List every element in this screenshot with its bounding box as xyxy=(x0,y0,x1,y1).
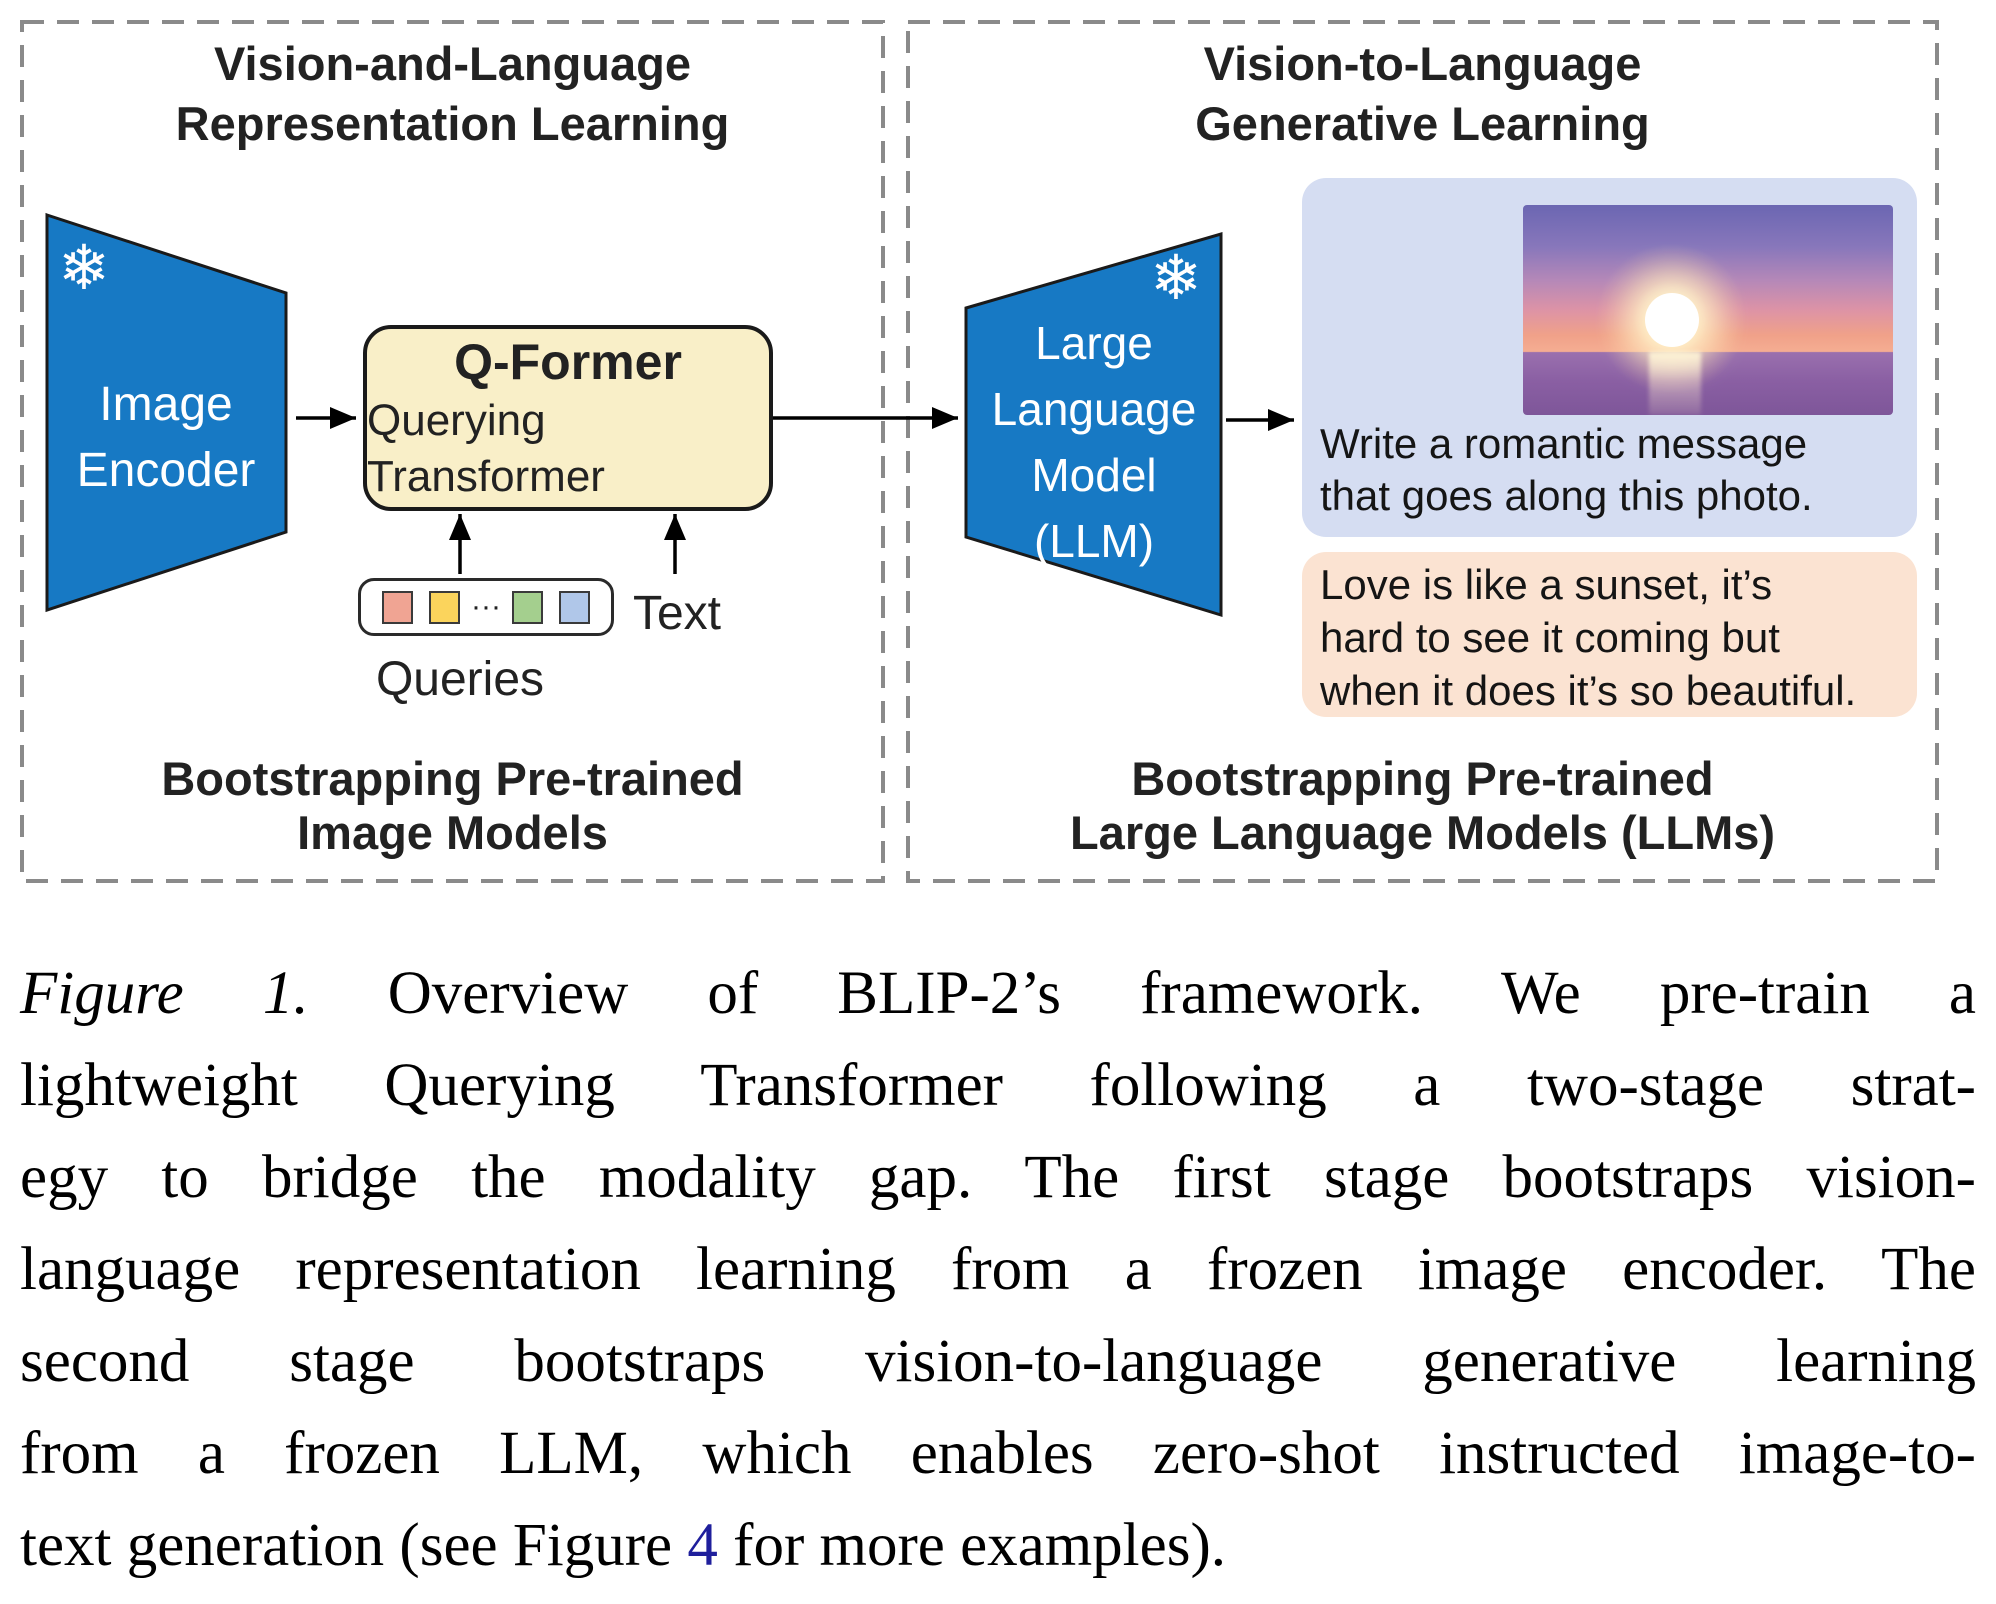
right-panel-title: Vision-to-Language Generative Learning xyxy=(908,34,1937,154)
llm-label-line4: (LLM) xyxy=(1033,515,1155,567)
figure-4-reference-link[interactable]: 4 xyxy=(687,1512,718,1579)
caption-line-1-text: Overview of BLIP-2’s framework. We pre-t… xyxy=(387,960,1977,1027)
right-panel-title-line1: Vision-to-Language xyxy=(1203,37,1642,90)
response-text-line2: hard to see it coming but xyxy=(1320,614,1780,661)
left-panel-title-line2: Representation Learning xyxy=(175,97,730,150)
query-token-2 xyxy=(428,590,460,624)
left-panel-footer: Bootstrapping Pre-trained Image Models xyxy=(22,752,883,860)
sunset-photo-image xyxy=(1523,205,1893,415)
qformer-box: Q-Former Querying Transformer xyxy=(363,325,773,511)
caption-line-3: egy to bridge the modality gap. The firs… xyxy=(20,1144,1976,1211)
figure-number-label: Figure 1. xyxy=(20,960,309,1027)
prompt-text: Write a romantic message that goes along… xyxy=(1320,418,1906,522)
generative-learning-panel-border xyxy=(906,20,1939,883)
qformer-title: Q-Former xyxy=(454,334,682,390)
left-panel-title-line1: Vision-and-Language xyxy=(214,37,691,90)
prompt-message-box: Write a romantic message that goes along… xyxy=(1302,178,1917,537)
queries-token-box: ··· xyxy=(358,578,614,636)
caption-line-6: from a frozen LLM, which enables zero-sh… xyxy=(20,1420,1976,1487)
response-text-line1: Love is like a sunset, it’s xyxy=(1320,561,1773,608)
qformer-subtitle: Querying Transformer xyxy=(367,396,605,501)
caption-line-5: second stage bootstraps vision-to-langua… xyxy=(20,1328,1976,1395)
image-encoder-label-line2: Encoder xyxy=(76,444,256,497)
right-panel-footer-line2: Large Language Models (LLMs) xyxy=(1069,806,1776,859)
query-token-3 xyxy=(512,590,544,624)
snowflake-icon: ❄ xyxy=(1150,244,1202,313)
caption-line-7-post: for more examples). xyxy=(717,1512,1227,1579)
prompt-text-line1: Write a romantic message xyxy=(1320,420,1808,467)
queries-label: Queries xyxy=(375,653,545,706)
llm-label-line3: Model xyxy=(1031,449,1157,501)
right-panel-footer: Bootstrapping Pre-trained Large Language… xyxy=(908,752,1937,860)
caption-line-7-pre: text generation (see Figure xyxy=(20,1512,688,1579)
representation-learning-panel-border xyxy=(20,20,885,883)
blip2-framework-diagram: Vision-and-Language Representation Learn… xyxy=(20,20,1939,883)
caption-line-2: lightweight Querying Transformer followi… xyxy=(20,1052,1976,1119)
query-token-1 xyxy=(382,590,414,624)
response-message-box: Love is like a sunset, it’s hard to see … xyxy=(1302,552,1917,717)
image-encoder-label: Image Encoder xyxy=(46,372,286,504)
query-token-4 xyxy=(558,590,590,624)
llm-label-line2: Language xyxy=(991,383,1197,435)
llm-trapezoid xyxy=(964,232,1223,618)
llm-label: Large Language Model (LLM) xyxy=(966,310,1222,574)
response-text-line3: when it does it’s so beautiful. xyxy=(1320,667,1857,714)
caption-line-7: text generation (see Figure 4 for more e… xyxy=(20,1500,1976,1592)
text-label: Text xyxy=(632,587,722,640)
figure-caption: Figure 1. Overview of BLIP-2’s framework… xyxy=(20,948,1976,1592)
sun-reflection xyxy=(1648,352,1701,415)
image-encoder-label-line1: Image xyxy=(99,378,233,431)
ellipsis-dots: ··· xyxy=(470,590,501,623)
response-text: Love is like a sunset, it’s hard to see … xyxy=(1320,558,1906,717)
prompt-text-line2: that goes along this photo. xyxy=(1320,472,1813,519)
llm-label-line1: Large xyxy=(1035,317,1153,369)
image-encoder-trapezoid xyxy=(45,212,288,613)
sun xyxy=(1645,293,1700,348)
right-panel-footer-line1: Bootstrapping Pre-trained xyxy=(1131,752,1714,805)
caption-line-4: language representation learning from a … xyxy=(20,1236,1976,1303)
right-panel-title-line2: Generative Learning xyxy=(1195,97,1650,150)
diagram-shapes xyxy=(20,20,1939,883)
left-panel-title: Vision-and-Language Representation Learn… xyxy=(22,34,883,154)
left-panel-footer-line1: Bootstrapping Pre-trained xyxy=(161,752,744,805)
snowflake-icon: ❄ xyxy=(58,234,110,303)
left-panel-footer-line2: Image Models xyxy=(297,806,608,859)
caption-line-1: Figure 1. Overview of BLIP-2’s framework… xyxy=(20,948,1976,1040)
